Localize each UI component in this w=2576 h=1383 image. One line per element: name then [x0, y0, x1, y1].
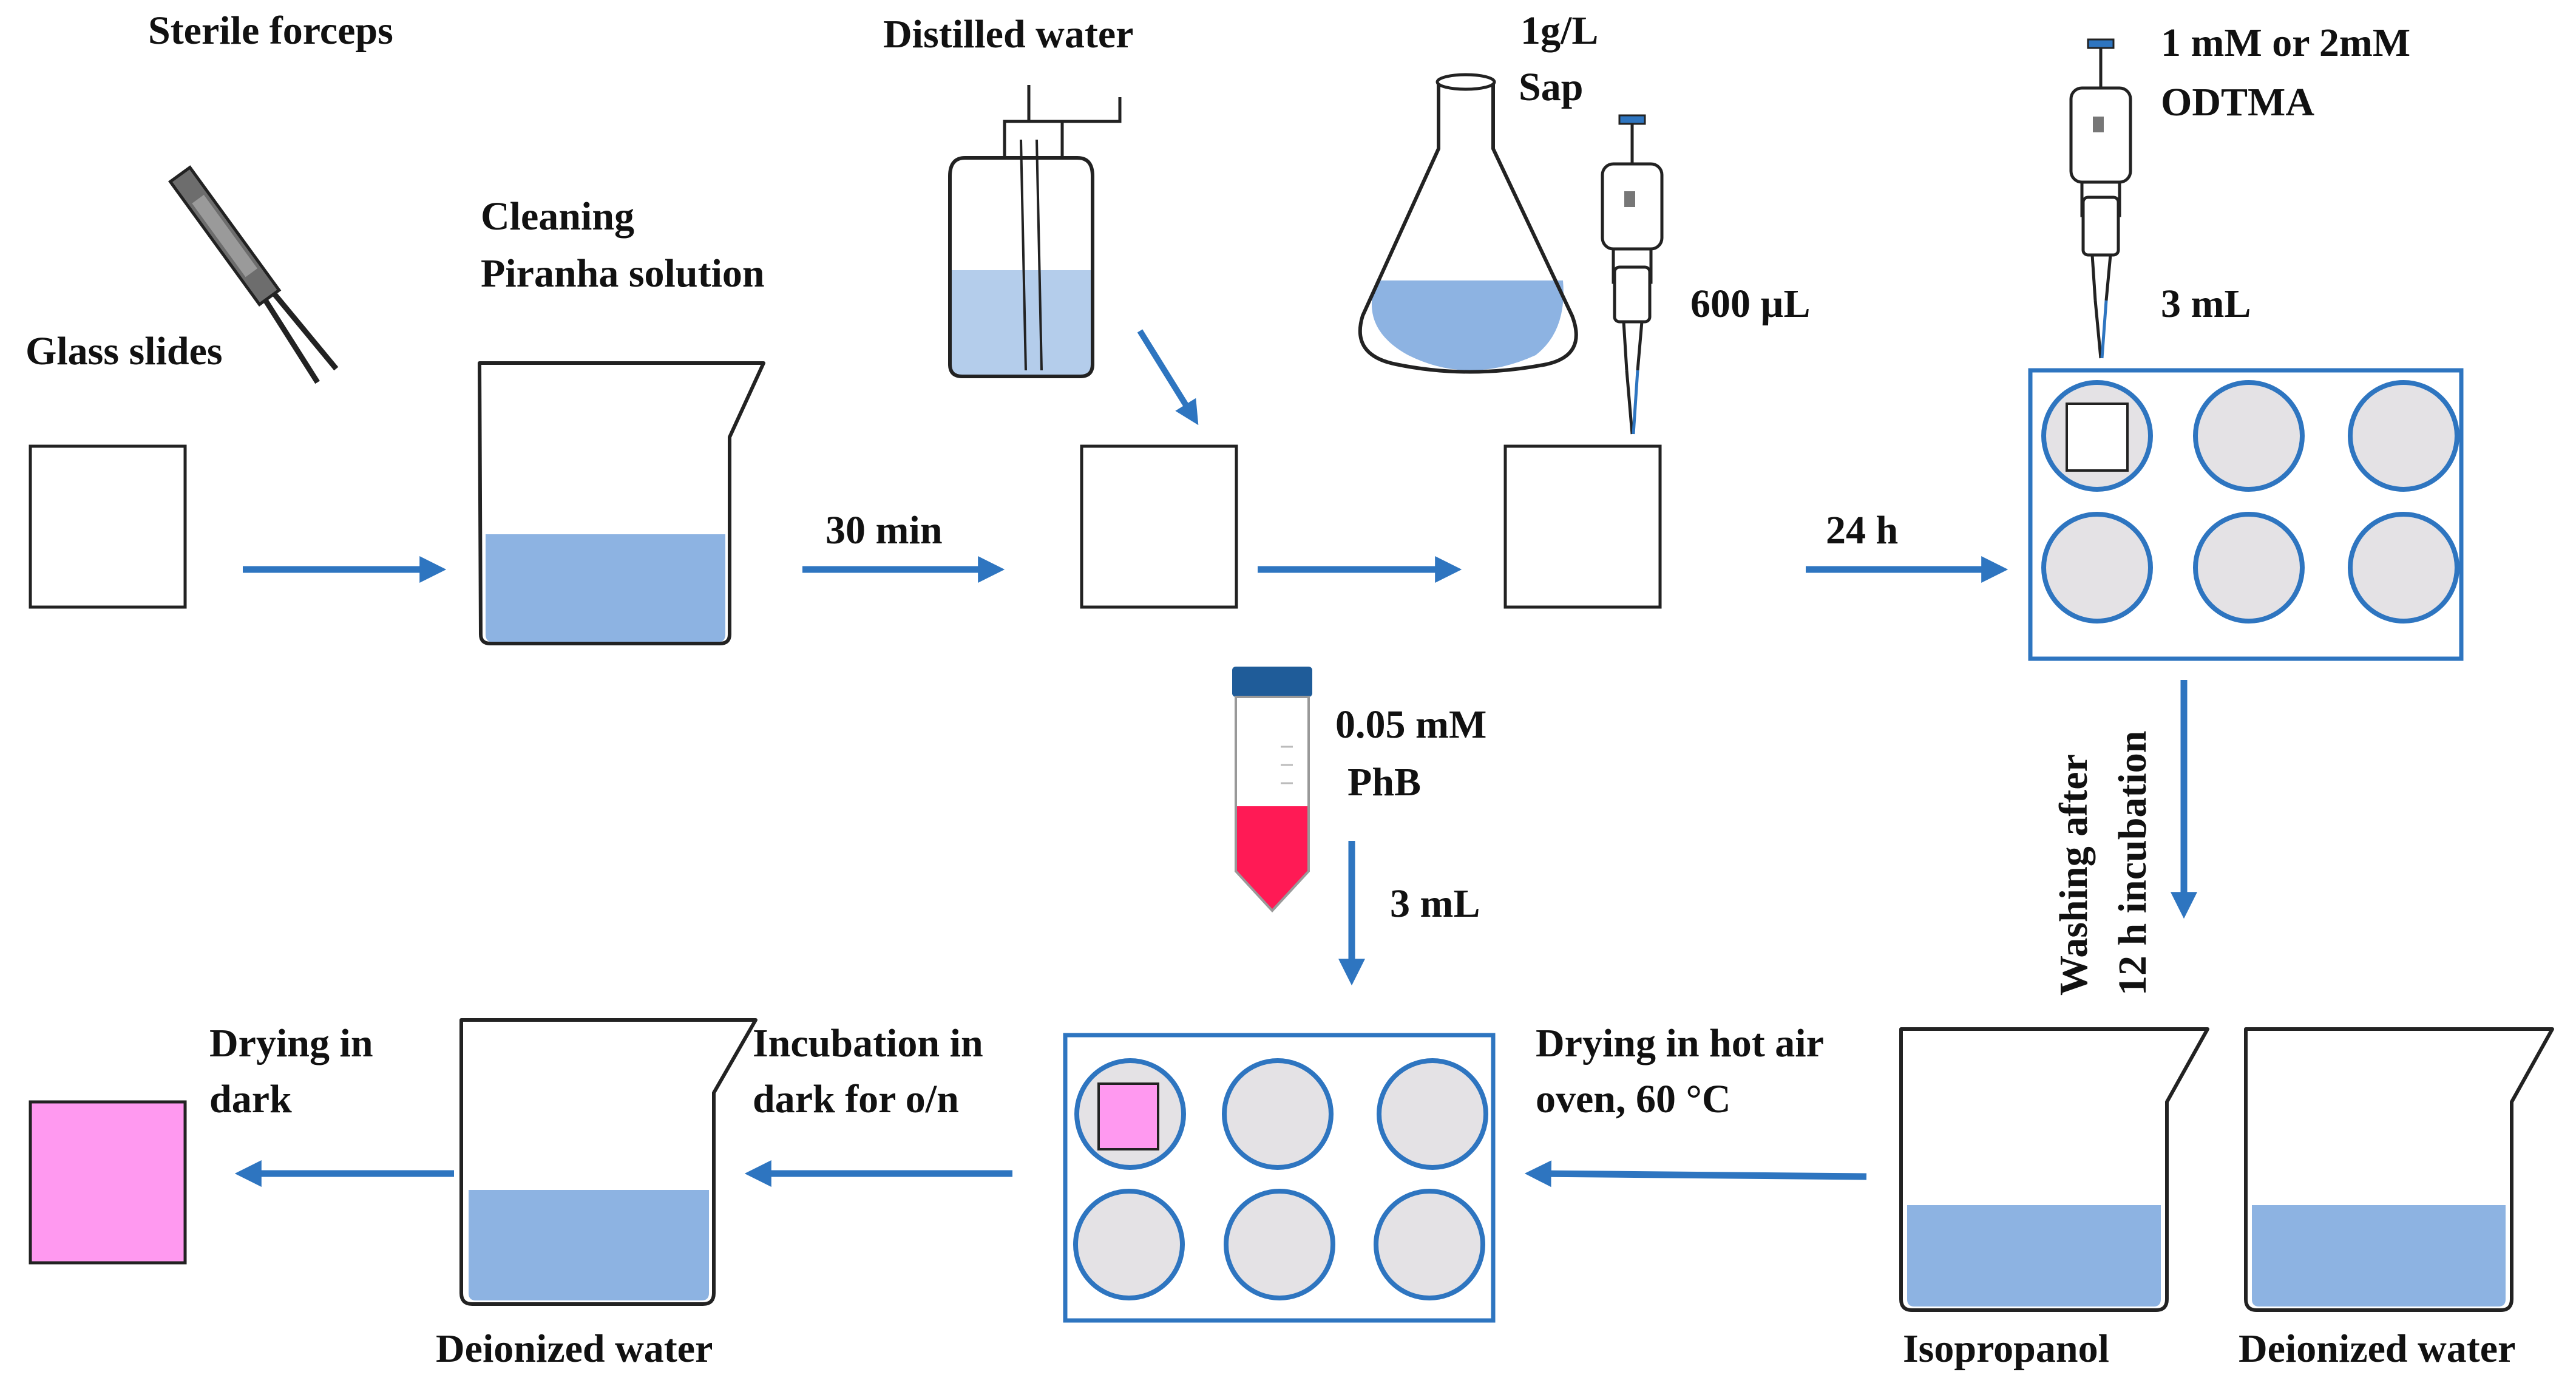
phb-tube-icon [1232, 667, 1312, 912]
sap-coated-slide [1503, 444, 1662, 609]
beaker-isopropanol-icon [1899, 1027, 2209, 1312]
dyed-slide-in-well [1097, 1082, 1159, 1150]
well [2041, 512, 2153, 624]
label-sap-conc: 1g/L [1520, 8, 1598, 53]
label-sap-volume: 600 µL [1690, 282, 1811, 326]
label-deionized-water-left: Deionized water [436, 1327, 713, 1371]
beaker-deionized-water-right-icon [2244, 1027, 2554, 1312]
well [1222, 1058, 1334, 1170]
wash-bottle-icon [948, 85, 1122, 378]
label-phb-conc: 0.05 mM [1335, 702, 1486, 747]
label-incubation-line2: dark for o/n [753, 1077, 959, 1121]
beaker-deionized-water-left-icon [459, 1018, 758, 1306]
well [1224, 1189, 1335, 1300]
well [2348, 512, 2459, 624]
label-isopropanol: Isopropanol [1903, 1327, 2109, 1371]
label-drying-dark-line1: Drying in [209, 1021, 373, 1065]
label-sap: Sap [1519, 65, 1583, 109]
label-phb-volume: 3 mL [1390, 882, 1480, 926]
label-odtma-volume: 3 mL [2161, 282, 2251, 326]
label-glass-slides: Glass slides [25, 329, 223, 373]
well [2348, 380, 2459, 492]
label-drying-hot-air-line1: Drying in hot air [1536, 1021, 1824, 1065]
label-deionized-water-right: Deionized water [2239, 1327, 2515, 1371]
well [2193, 512, 2305, 624]
label-distilled-water: Distilled water [883, 12, 1133, 56]
label-odtma-conc: 1 mM or 2mM [2161, 21, 2410, 65]
flask-sap-icon [1358, 73, 1578, 374]
pipette-odtma-icon [2069, 38, 2132, 359]
pipette-sap-icon [1601, 114, 1664, 435]
arrow-washing-to-plate [1524, 1160, 1867, 1188]
label-cleaning: Cleaning [481, 194, 634, 239]
rinsed-slide [1080, 444, 1238, 609]
well [2193, 380, 2305, 492]
label-piranha-solution: Piranha solution [481, 251, 765, 296]
slide-in-well [2066, 403, 2129, 472]
forceps-icon [168, 165, 339, 384]
label-odtma: ODTMA [2161, 80, 2314, 124]
label-30-min: 30 min [825, 508, 943, 552]
label-incubation-line1: Incubation in [753, 1021, 983, 1065]
label-phb: PhB [1347, 760, 1421, 804]
glass-slide [29, 444, 187, 609]
beaker-piranha-icon [478, 361, 765, 645]
well [1374, 1189, 1485, 1300]
label-drying-dark-line2: dark [209, 1077, 292, 1121]
well-plate-phb [1063, 1033, 1496, 1323]
well [1377, 1058, 1488, 1170]
label-24-h: 24 h [1826, 508, 1898, 552]
label-drying-hot-air-line2: oven, 60 °C [1536, 1077, 1731, 1121]
label-washing-line2: 12 h incubation [2110, 731, 2155, 996]
arrow-water-to-slide [1137, 329, 1199, 426]
well-plate-odtma [2028, 368, 2464, 661]
label-sterile-forceps: Sterile forceps [148, 8, 393, 53]
final-dyed-slide [29, 1100, 187, 1265]
label-washing-line1: Washing after [2052, 754, 2096, 996]
well [1073, 1189, 1185, 1300]
